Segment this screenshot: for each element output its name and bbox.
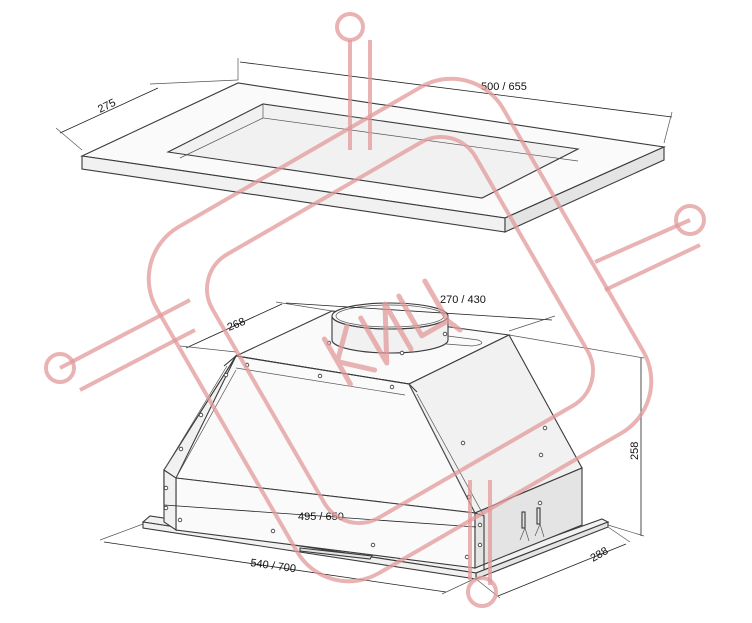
watermark-logo bbox=[44, 12, 706, 608]
outlet-width-dimension: 270 / 430 bbox=[285, 294, 556, 332]
base-depth-label: 288 bbox=[589, 545, 611, 565]
frame-width-label: 500 / 655 bbox=[481, 81, 527, 93]
outlet-depth-dimension: 268 bbox=[179, 301, 333, 353]
watermark-letters bbox=[321, 278, 463, 387]
frame-depth-label: 275 bbox=[96, 97, 118, 116]
base-width-label: 540 / 700 bbox=[250, 557, 297, 575]
mounting-frame bbox=[80, 82, 666, 233]
outlet-width-label: 270 / 430 bbox=[440, 294, 486, 306]
frame-width-dimension: 500 / 655 bbox=[237, 58, 673, 144]
outlet-depth-label: 268 bbox=[226, 316, 248, 334]
slide-slots bbox=[519, 507, 545, 542]
height-label: 258 bbox=[629, 442, 641, 460]
height-dimension: 258 bbox=[508, 334, 645, 537]
